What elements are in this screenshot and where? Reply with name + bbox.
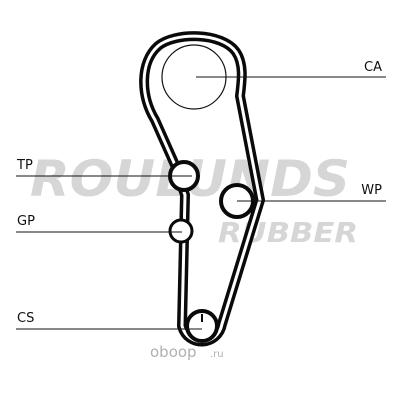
watermark-brand-bottom: RUBBER xyxy=(218,216,358,249)
label-gp: GP xyxy=(17,214,35,229)
pulley-cs xyxy=(185,309,219,343)
belt-inner xyxy=(142,34,262,343)
leader-lines xyxy=(16,76,386,330)
site-watermark: oboop .ru xyxy=(150,343,224,361)
label-cs: CS xyxy=(17,311,34,326)
pulley-gp xyxy=(168,218,194,244)
label-wp: WP xyxy=(361,183,382,198)
site-watermark-tld: .ru xyxy=(210,349,224,360)
pulley-cs-circle xyxy=(185,309,219,343)
watermark: ROULUNDS RUBBER xyxy=(30,150,358,249)
timing-belt xyxy=(139,31,265,347)
label-tp: TP xyxy=(16,158,33,173)
site-watermark-main: oboop xyxy=(150,343,197,361)
label-ca: CA xyxy=(364,60,382,75)
pulley-gp-circle xyxy=(168,218,194,244)
